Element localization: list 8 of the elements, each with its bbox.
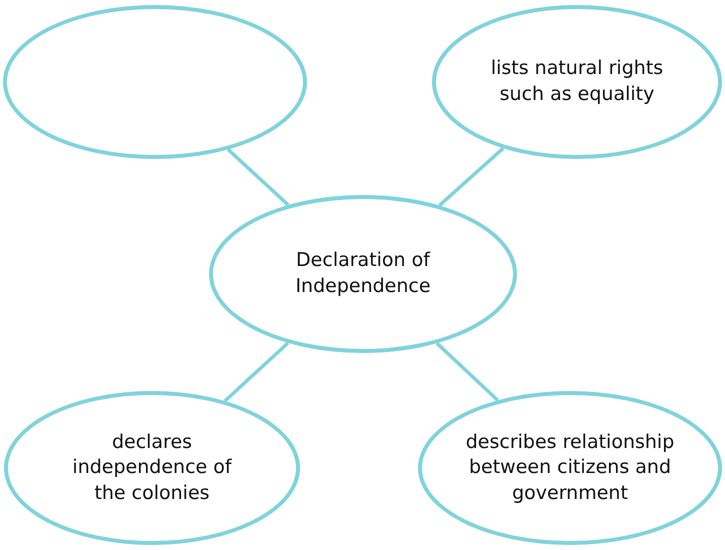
connector-line bbox=[224, 342, 290, 402]
node-text: describes relationship between citizens and government bbox=[464, 430, 676, 506]
connector-line bbox=[436, 342, 499, 402]
node-text: lists natural rights such as equality bbox=[490, 56, 664, 107]
node-text: declares independence of the colonies bbox=[71, 430, 233, 506]
node-text: Declaration of Independence bbox=[294, 248, 432, 299]
connector-line bbox=[226, 148, 290, 206]
connector-line bbox=[438, 146, 504, 207]
